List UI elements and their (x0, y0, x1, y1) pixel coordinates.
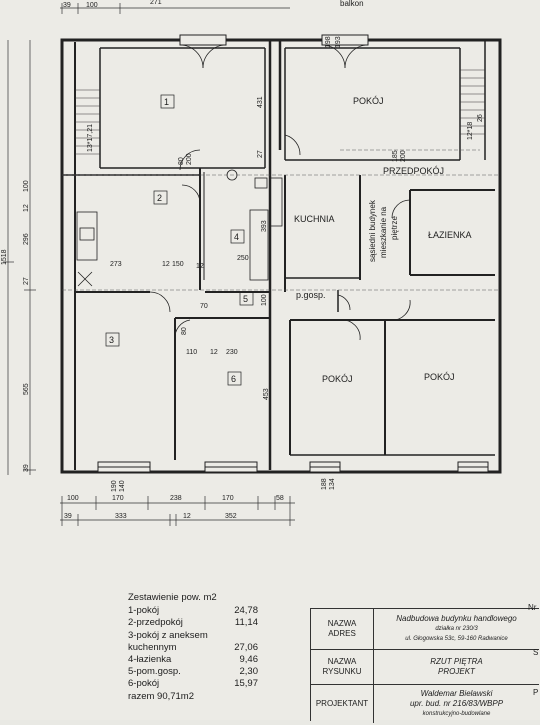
edge-label-p: P (533, 688, 539, 697)
dim-int-431: 431 (257, 96, 264, 108)
dim-int-250: 250 (237, 255, 249, 262)
stairs (75, 69, 485, 155)
door-dim-80: 80 (178, 157, 185, 165)
stairs-right-dim: 12*18 (467, 122, 474, 140)
win-dim-140: 140 (119, 480, 126, 492)
dim-int-12b: 12 (196, 263, 204, 270)
room-label-lazienka: ŁAZIENKA (428, 230, 472, 240)
title-block-value: Waldemar Bielawski upr. bud. nr 216/83/W… (409, 689, 504, 717)
dim-int-12a: 12 (162, 261, 170, 268)
room-number-5: 5 (243, 294, 248, 304)
dim-int-273: 273 (110, 261, 122, 268)
room-label-kuchnia: KUCHNIA (294, 214, 335, 224)
room-number-2: 2 (157, 193, 162, 203)
door-dim-200b: 200 (400, 150, 407, 162)
dim-left-296: 296 (23, 233, 30, 245)
title-block-value: Nadbudowa budynku handlowego działka nr … (396, 614, 517, 642)
door-dim-198: 198 (325, 36, 332, 48)
area-summary-title: Zestawienie pow. m2 (128, 592, 217, 603)
stairs-right-26: 26 (477, 114, 484, 122)
dim-left-12: 12 (23, 204, 30, 212)
door-dim-200: 200 (186, 153, 193, 165)
dim-int-100: 100 (261, 294, 268, 306)
windows (97, 34, 489, 473)
door-dim-185: 185 (392, 150, 399, 162)
win-dim-190: 190 (111, 480, 118, 492)
room-label-pgosp: p.gosp. (296, 290, 326, 300)
dim-int-150: 150 (172, 261, 184, 268)
room-number-6: 6 (231, 374, 236, 384)
dim-int-12c: 12 (210, 349, 218, 356)
door-dim-193: 193 (335, 36, 342, 48)
dim-left-27: 27 (23, 277, 30, 285)
door-swings (149, 44, 411, 341)
balkon-label: balkon (340, 0, 364, 8)
stairs-left-dim: 13*17,21 (87, 124, 94, 152)
title-block-value: RZUT PIĘTRA PROJEKT (430, 657, 483, 676)
room-label-pokoj-bl: POKÓJ (322, 374, 353, 384)
room-label-pokoj-top: POKÓJ (353, 96, 384, 106)
dim-int-27: 27 (257, 150, 264, 158)
dim-left-39: 39 (23, 464, 30, 472)
dim-top-100: 100 (86, 2, 98, 9)
title-block-row-designer: PROJEKTANT Waldemar Bielawski upr. bud. … (311, 685, 539, 723)
room-number-boxes (105, 94, 254, 386)
edge-label-nr: Nr (528, 603, 537, 612)
room-label-przedpokoj: PRZEDPOKÓJ (383, 166, 444, 176)
area-row: 3-pokój z aneksem (128, 629, 208, 641)
door-dim-70: 70 (200, 303, 208, 310)
dim-b1-170a: 170 (112, 495, 124, 502)
win-dim-134: 134 (329, 478, 336, 490)
walls (60, 38, 502, 474)
dim-b2-39: 39 (64, 513, 72, 520)
fixtures (76, 169, 283, 287)
hidden-lines (62, 149, 500, 291)
dim-b2-12: 12 (183, 513, 191, 520)
dimension-lines (3, 3, 295, 526)
dim-b1-170b: 170 (222, 495, 234, 502)
dim-b1-100: 100 (67, 495, 79, 502)
room-label-pokoj-br: POKÓJ (424, 372, 455, 382)
win-dim-188: 188 (321, 478, 328, 490)
edge-label-s: S (533, 648, 539, 657)
dim-int-393: 393 (261, 220, 268, 232)
dim-b2-352: 352 (225, 513, 237, 520)
area-total: razem 90,71m2 (128, 690, 195, 702)
dim-b1-238: 238 (170, 495, 182, 502)
dim-b2-333: 333 (115, 513, 127, 520)
area-row: 5-pom.gosp.2,30 (128, 666, 258, 678)
dim-left-565: 565 (23, 383, 30, 395)
dim-left-1518: 1518 (1, 249, 8, 265)
room-label-sasiedni-3: piętrze (390, 215, 399, 240)
room-label-sasiedni-2: mieszkanie na (379, 206, 388, 258)
room-label-sasiedni-1: sąsiedni budynek (368, 199, 377, 262)
dim-int-230: 230 (226, 349, 238, 356)
room-number-1: 1 (164, 97, 169, 107)
door-dim-80b: 80 (181, 327, 188, 335)
room-number-3: 3 (109, 335, 114, 345)
dim-int-110: 110 (186, 349, 197, 356)
room-number-4: 4 (234, 232, 239, 242)
dim-int-453: 453 (263, 388, 270, 400)
dim-top-39: 39 (63, 2, 71, 9)
dim-b1-58: 58 (276, 495, 284, 502)
dim-left-100: 100 (23, 180, 30, 192)
title-block-key: PROJEKTANT (311, 685, 374, 723)
dim-top-271: 271 (150, 0, 162, 6)
